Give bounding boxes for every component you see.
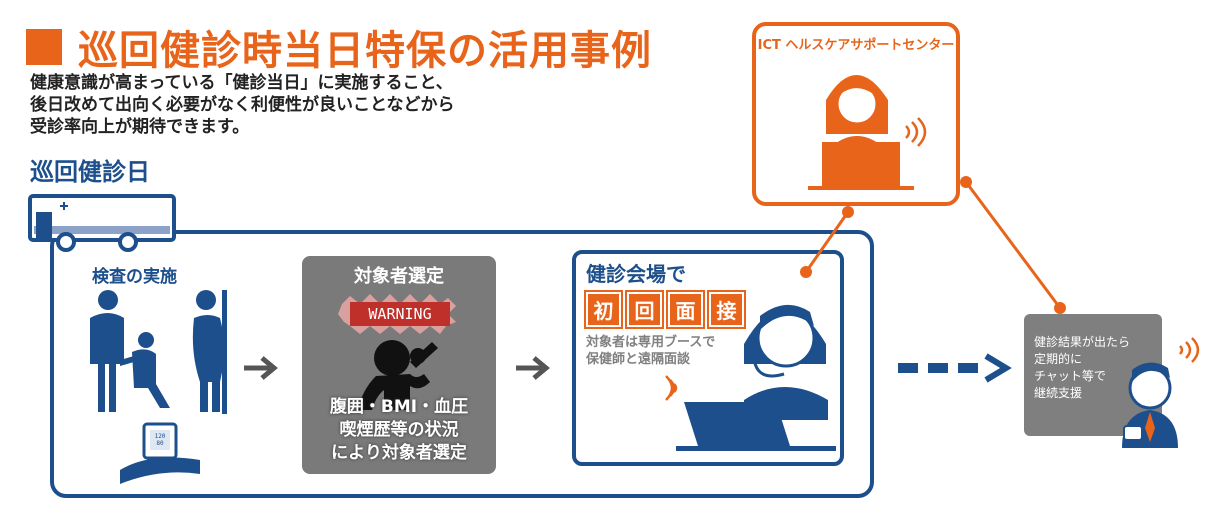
interview-char: 接 xyxy=(707,290,746,329)
criteria-line: 喫煙歴等の状況 xyxy=(339,420,459,440)
warning-label: WARNING xyxy=(368,305,431,323)
exam-people-icon xyxy=(90,290,227,414)
followup-text: 健診結果が出たら 定期的に チャット等で 継続支援 xyxy=(1034,334,1130,402)
criteria-line: により対象者選定 xyxy=(331,443,467,463)
operator-woman-icon xyxy=(808,75,927,190)
venue-title: 健診会場で xyxy=(586,262,686,286)
operator-man-icon xyxy=(665,304,836,451)
description-line: 健康意識が高まっている「健診当日」に実施すること、 xyxy=(30,73,453,93)
monitor-reading: 80 xyxy=(156,440,164,447)
followup-line: 継続支援 xyxy=(1034,386,1083,400)
venue-note: 対象者は専用ブースで 保健師と遠隔面談 xyxy=(586,334,715,368)
person-silhouette-icon xyxy=(358,340,438,410)
arrow-right-icon xyxy=(516,356,550,380)
interview-char: 面 xyxy=(666,290,705,329)
interview-char: 初 xyxy=(584,290,623,329)
blood-pressure-monitor-icon: 120 80 xyxy=(120,422,200,484)
description: 健康意識が高まっている「健診当日」に実施すること、 後日改めて出向く必要がなく利… xyxy=(30,72,455,138)
venue-note-line: 対象者は専用ブースで xyxy=(586,335,716,350)
checkup-day-frame xyxy=(50,230,874,498)
dashed-arrow-icon xyxy=(898,353,1012,383)
selection-criteria: 腹囲・BMI・血圧 喫煙歴等の状況 により対象者選定 xyxy=(302,396,496,465)
description-line: 受診率向上が期待できます。 xyxy=(30,117,250,137)
description-line: 後日改めて出向く必要がなく利便性が良いことなどから xyxy=(30,95,455,115)
monitor-reading: 120 xyxy=(155,433,166,440)
venue-note-line: 保健師と遠隔面談 xyxy=(586,352,691,367)
first-interview-tiles: 初 回 面 接 xyxy=(584,290,746,329)
exam-label: 検査の実施 xyxy=(92,267,177,287)
page-title: 巡回健診時当日特保の活用事例 xyxy=(26,22,652,74)
title-square-icon xyxy=(26,29,62,65)
criteria-line: 腹囲・BMI・血圧 xyxy=(329,397,469,417)
checkup-day-label: 巡回健診日 xyxy=(30,158,150,186)
business-person-icon xyxy=(1122,337,1200,448)
arrow-right-icon xyxy=(244,356,278,380)
followup-line: 健診結果が出たら xyxy=(1034,335,1131,349)
followup-line: 定期的に xyxy=(1034,352,1083,366)
followup-line: チャット等で xyxy=(1034,369,1106,383)
connector-lines xyxy=(800,176,1066,314)
bus-icon xyxy=(28,194,176,252)
title-text: 巡回健診時当日特保の活用事例 xyxy=(78,28,652,74)
interview-char: 回 xyxy=(625,290,664,329)
warning-badge: WARNING xyxy=(338,294,456,334)
selection-title: 対象者選定 xyxy=(354,266,444,287)
ict-support-center-label: ICT ヘルスケアサポートセンター xyxy=(757,38,955,53)
